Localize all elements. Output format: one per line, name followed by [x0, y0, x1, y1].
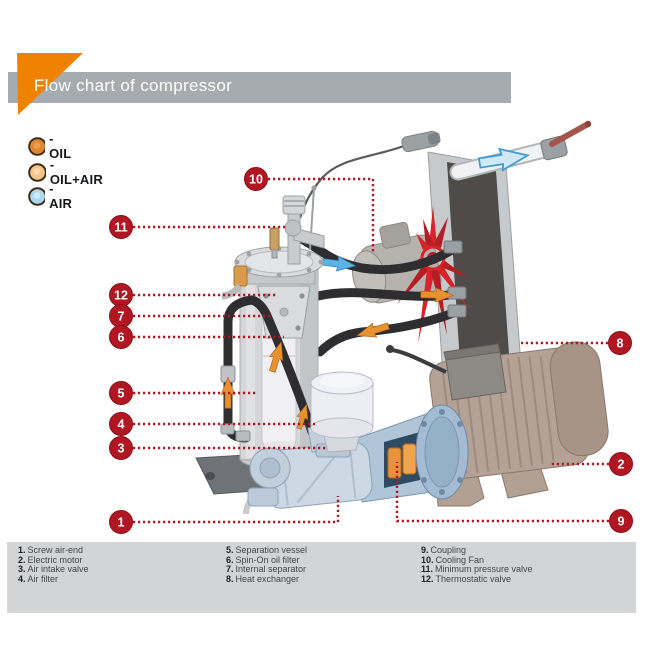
legend-label-oil-air: -OIL+AIR — [49, 157, 103, 187]
svg-text:6: 6 — [118, 331, 125, 345]
page-title: Flow chart of compressor — [34, 76, 233, 95]
legend-label-air: -AIR — [49, 181, 73, 211]
callout-3: 3 — [109, 436, 327, 460]
terminal-box — [386, 343, 507, 401]
legend-item-oil-air: -OIL+AIR — [28, 157, 104, 187]
oil-air-dot-icon — [28, 162, 46, 182]
callout-11: 11 — [109, 215, 288, 239]
svg-text:1: 1 — [118, 516, 125, 530]
title-bar — [8, 72, 511, 103]
parts-column-2: 5.Separation vessel 6.Spin-On oil filter… — [226, 545, 308, 584]
callout-10: 10 — [244, 167, 375, 253]
bell-housing — [357, 404, 469, 503]
svg-text:2: 2 — [618, 458, 625, 472]
hose-oil-scavenge — [247, 295, 317, 437]
callout-8: 8 — [521, 331, 632, 355]
hose-oil-to-cooler — [313, 286, 467, 304]
svg-text:12: 12 — [114, 289, 128, 303]
hose-oil-from-cooler — [315, 304, 467, 357]
callout-5: 5 — [109, 381, 256, 405]
svg-text:5: 5 — [118, 387, 125, 401]
svg-text:11: 11 — [114, 221, 127, 235]
accent-triangle — [17, 53, 83, 115]
outlet-valve-handle — [549, 120, 592, 147]
air-outlet-pipe — [449, 120, 592, 181]
callout-9: 9 — [395, 462, 633, 533]
legend-label-oil: -OIL — [49, 131, 72, 161]
list-item: 10.Cooling Fan — [421, 554, 485, 565]
air-filter — [310, 371, 374, 453]
oil-dot-icon — [28, 136, 46, 156]
svg-text:3: 3 — [118, 442, 125, 456]
list-item: 1.Screw air-end — [18, 545, 84, 555]
list-item: 2.Electric motor — [18, 554, 83, 565]
parts-column-3: 9.Coupling 10.Cooling Fan 11.Minimum pre… — [421, 545, 533, 584]
list-item: 6.Spin-On oil filter — [226, 554, 300, 565]
parts-column-1: 1.Screw air-end 2.Electric motor 3.Air i… — [18, 545, 89, 584]
list-item: 12.Thermostatic valve — [421, 573, 512, 584]
svg-text:10: 10 — [249, 173, 263, 187]
hose-air-to-cooler — [295, 233, 463, 275]
callout-7: 7 — [109, 304, 271, 328]
oil-return-pipe — [220, 295, 257, 443]
callout-1: 1 — [109, 496, 340, 534]
list-item: 11.Minimum pressure valve — [421, 564, 533, 575]
electric-motor — [386, 341, 609, 507]
callout-12: 12 — [109, 283, 278, 307]
svg-text:8: 8 — [617, 337, 624, 351]
legend-item-oil: -OIL — [28, 131, 73, 161]
svg-text:9: 9 — [618, 515, 625, 529]
callout-4: 4 — [109, 412, 315, 436]
parts-list: 1.Screw air-end 2.Electric motor 3.Air i… — [7, 542, 636, 613]
list-item: 7.Internal separator — [226, 564, 307, 575]
legend-item-air: -AIR — [28, 181, 74, 211]
air-dot-icon — [28, 186, 46, 206]
list-item: 8.Heat exchanger — [226, 573, 300, 584]
temperature-sensor-cable — [298, 130, 441, 219]
minimum-pressure-valve — [282, 185, 325, 265]
list-item: 9.Coupling — [421, 545, 467, 555]
callout-2: 2 — [549, 452, 633, 476]
callouts: 10 11 12 7 6 — [109, 167, 633, 534]
callout-6: 6 — [109, 325, 284, 349]
list-item: 3.Air intake valve — [18, 564, 89, 575]
list-item: 4.Air filter — [18, 573, 59, 584]
svg-text:4: 4 — [118, 418, 125, 432]
svg-text:7: 7 — [118, 310, 125, 324]
list-item: 5.Separation vessel — [226, 545, 308, 555]
